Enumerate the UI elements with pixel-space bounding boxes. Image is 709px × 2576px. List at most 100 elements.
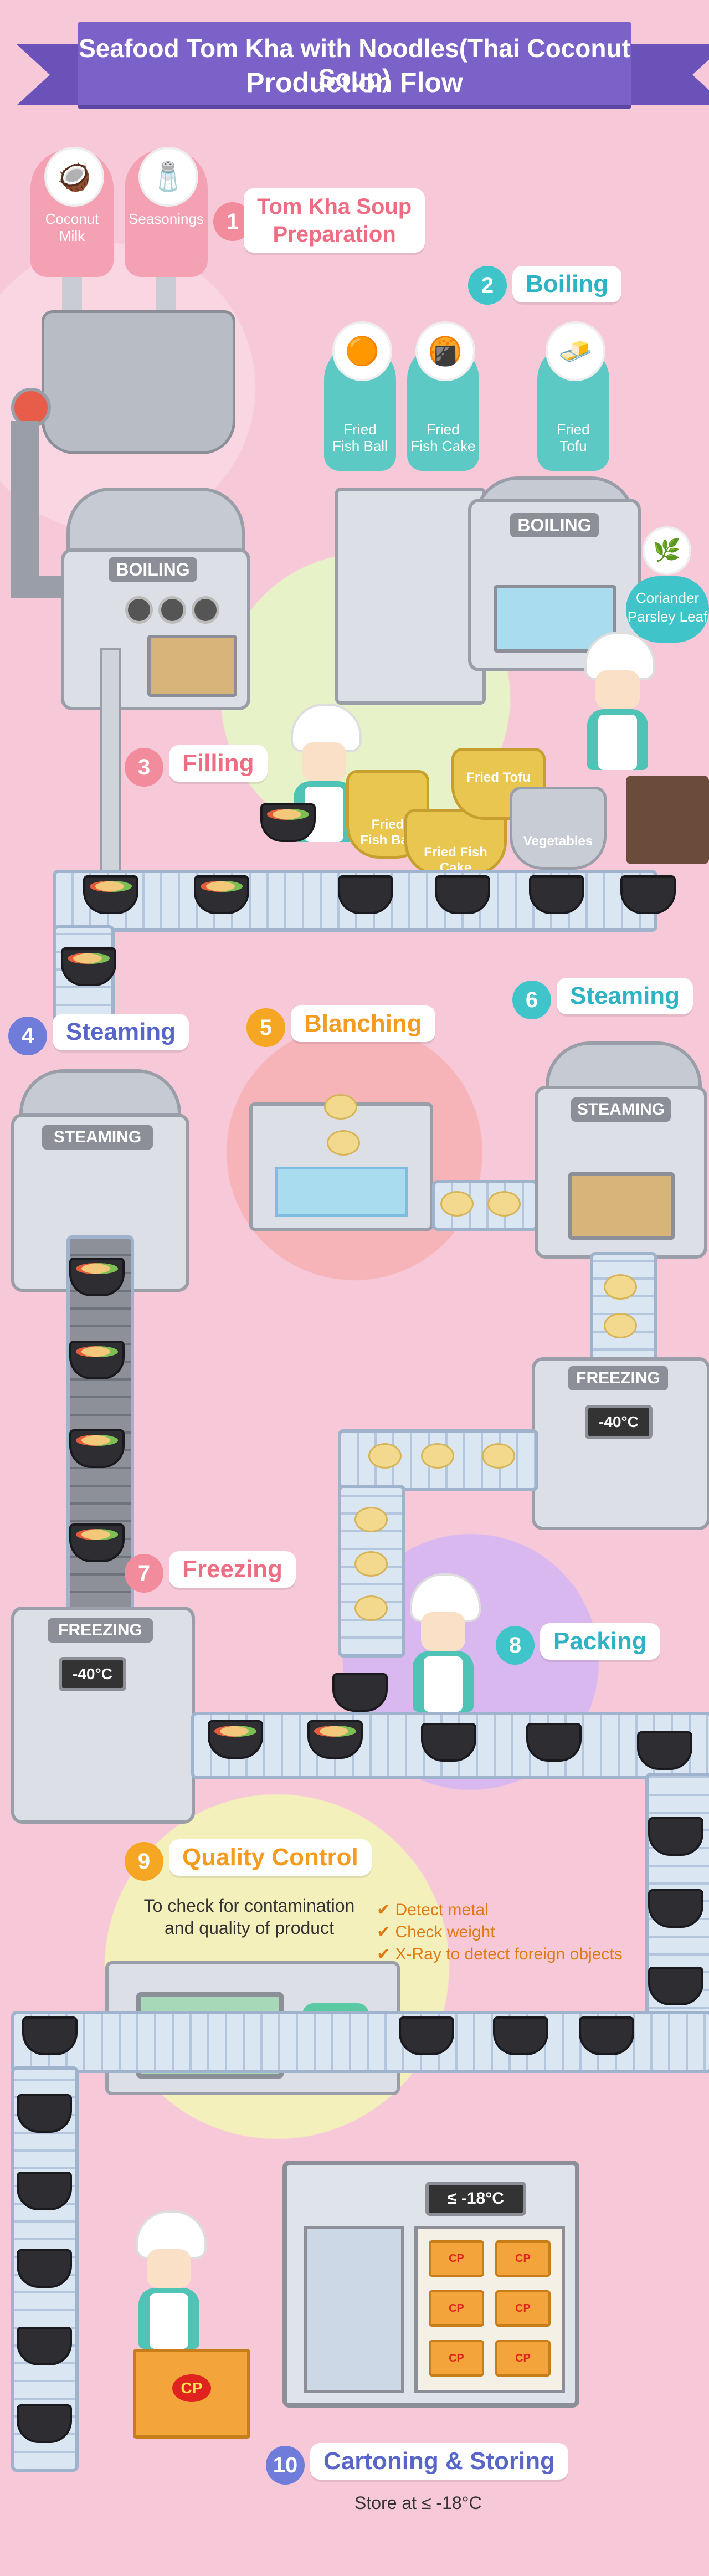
step-2-badge: 2 (468, 266, 507, 305)
cp-logo: CP (172, 2374, 211, 2402)
step-3-badge: 3 (125, 748, 163, 787)
bowl-in-hand (260, 803, 316, 842)
noodle-cake (354, 1595, 388, 1621)
noodle-cake (368, 1443, 402, 1469)
sealed-bowl (579, 2016, 634, 2055)
soup-bowl (69, 1258, 125, 1296)
soup-bowl (307, 1720, 363, 1759)
freezer-temp-display: -40°C (585, 1405, 653, 1439)
steaming-machine-left: STEAMING (11, 1113, 189, 1292)
coconut-icon: 🥥 (44, 147, 104, 207)
sealed-bowl (17, 2094, 72, 2133)
empty-bowl (620, 875, 676, 914)
fried-tofu-label: Fried Tofu (557, 421, 590, 454)
machine-window (147, 635, 237, 697)
noodle-cake (354, 1507, 388, 1532)
shelf-carton: CP (429, 2340, 484, 2377)
chef-packing (407, 1573, 481, 1712)
seasoning-shakers-icon: 🧂 (138, 147, 198, 207)
title-line-1: Seafood Tom Kha with Noodles(Thai Coconu… (79, 34, 630, 93)
sealed-bowl (648, 1889, 703, 1928)
boiling-machine-label: BOILING (109, 557, 197, 582)
step-7-label: Freezing (169, 1551, 296, 1588)
noodle-cake (487, 1191, 521, 1217)
soup-bowl (69, 1523, 125, 1562)
chef-garnishing (582, 632, 655, 770)
qc-check-item: ✔ Detect metal (377, 1901, 489, 1919)
noodle-cake (604, 1313, 637, 1338)
boiling-machine-label: BOILING (510, 513, 599, 537)
sealed-bowl (648, 1967, 703, 2005)
freezing-machine-right: FREEZING -40°C (532, 1357, 709, 1530)
step-2-label: Boiling (512, 266, 622, 302)
blanching-tank (249, 1102, 433, 1231)
empty-bowl (529, 875, 584, 914)
qc-check-item: ✔ Check weight (377, 1923, 495, 1941)
noodle-cake (482, 1443, 515, 1469)
sealed-bowl (648, 1817, 703, 1856)
soup-bowl (61, 947, 116, 986)
fried-fish-ball-label: Fried Fish Ball (332, 421, 388, 454)
step-5-label: Blanching (291, 1005, 435, 1042)
pot-fried-tofu: Fried Tofu (451, 748, 546, 820)
step-1-label: Tom Kha Soup Preparation (244, 188, 425, 253)
sealed-bowl (17, 2404, 72, 2443)
title-banner: Seafood Tom Kha with Noodles(Thai Coconu… (78, 22, 631, 105)
sealed-bowl (526, 1723, 582, 1762)
freezing-machine-label: FREEZING (48, 1618, 153, 1643)
tofu-icon: 🧈 (546, 321, 605, 381)
step-5-badge: 5 (246, 1008, 285, 1047)
pipe-vertical (11, 421, 39, 593)
coconut-milk-label: Coconut Milk (45, 211, 99, 244)
title-line-2: Production Flow (246, 67, 463, 98)
step-8-badge: 8 (496, 1626, 535, 1665)
noodle-cake (354, 1551, 388, 1577)
sealed-bowl (22, 2016, 78, 2055)
pot-label: Vegetables (523, 834, 593, 849)
shelf-carton: CP (495, 2240, 551, 2277)
empty-bowl (338, 875, 393, 914)
sealed-bowl (637, 1731, 692, 1770)
pot-label: Fried Fish Ball (359, 817, 416, 848)
storage-temp-display: ≤ -18°C (425, 2182, 526, 2216)
sealed-bowl (421, 1723, 476, 1762)
noodle-cake (440, 1191, 474, 1217)
filling-nozzle (100, 648, 121, 874)
hopper-nozzle-right (156, 277, 176, 310)
steaming-machine-right: STEAMING (535, 1086, 707, 1259)
cold-storage-freezer: ≤ -18°C CP CP CP CP CP CP (282, 2161, 579, 2408)
hopper-nozzle-left (62, 277, 82, 310)
freezing-machine-label: FREEZING (568, 1366, 668, 1390)
storage-note: Store at ≤ -18°C (354, 2493, 482, 2513)
steaming-machine-label: STEAMING (571, 1097, 671, 1122)
sealed-bowl (17, 2249, 72, 2288)
step-8-label: Packing (540, 1623, 660, 1660)
qc-check-text: Detect metal (395, 1901, 489, 1919)
leaf-icon: 🌿 (643, 526, 691, 575)
noodle-cake (604, 1274, 637, 1300)
cp-carton-box: CP (133, 2349, 250, 2439)
soup-bowl (69, 1341, 125, 1379)
noodle-cake (327, 1130, 360, 1156)
qc-check-text: X-Ray to detect foreign objects (395, 1945, 623, 1963)
sealed-bowl (17, 2172, 72, 2210)
step-6-badge: 6 (512, 981, 551, 1019)
fish-cake-icon: 🍘 (415, 321, 475, 381)
dial-icon (125, 596, 153, 624)
soup-bowl (194, 875, 249, 914)
pot-label: Fried Tofu (466, 770, 531, 785)
qc-check-item: ✔ X-Ray to detect foreign objects (377, 1945, 623, 1963)
step-10-label: Cartoning & Storing (310, 2443, 568, 2480)
freezer-door (304, 2226, 404, 2393)
pot-vegetables: Vegetables (510, 787, 607, 870)
step-9-label: Quality Control (169, 1839, 372, 1876)
fried-fish-cake-label: Fried Fish Cake (410, 421, 476, 454)
qc-intro-text: To check for contamination and quality o… (143, 1896, 355, 1938)
banner-ribbon-right (631, 44, 709, 105)
shelf-carton: CP (495, 2290, 551, 2327)
blanch-water (275, 1167, 408, 1217)
soup-bowl (83, 875, 138, 914)
step-4-badge: 4 (8, 1017, 47, 1055)
noodle-cake (324, 1094, 357, 1120)
